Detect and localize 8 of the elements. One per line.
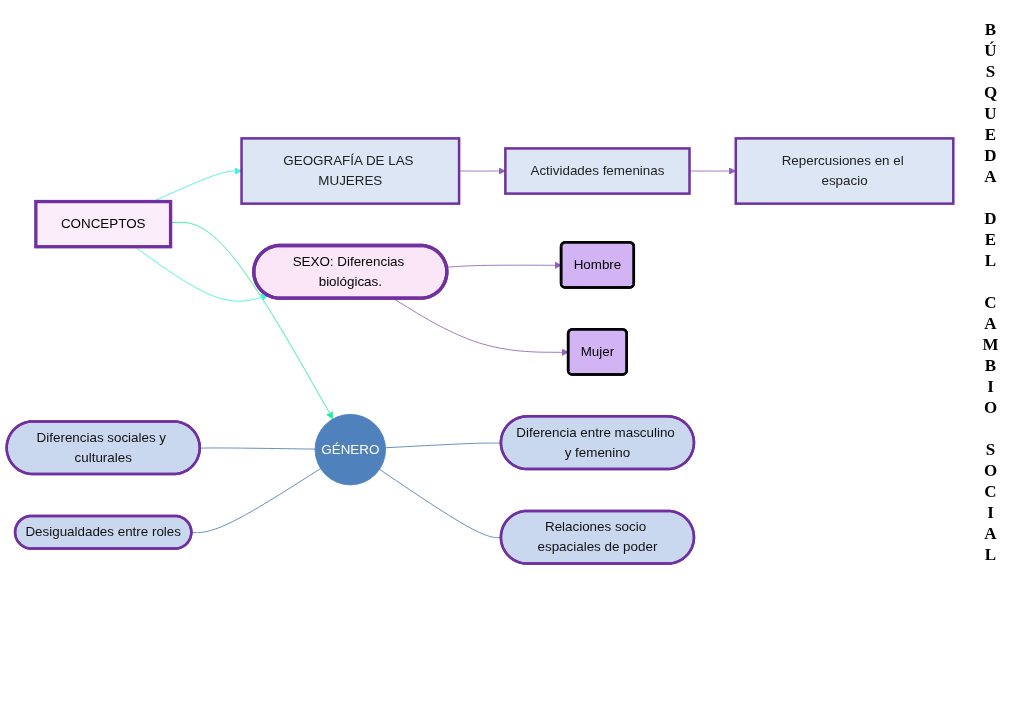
vertical-note: BÚSQUEDA DEL CAMBIO SOCIAL	[980, 20, 1000, 566]
connector	[191, 468, 321, 534]
node-box: CONCEPTOS	[34, 199, 173, 249]
node-box: Actividades femeninas	[504, 147, 691, 195]
node-circle: GÉNERO	[314, 413, 387, 486]
connector	[199, 447, 316, 450]
node-box: Repercusiones en el espacio	[734, 137, 955, 205]
node-box: GEOGRAFÍA DE LAS MUJERES	[240, 137, 461, 205]
